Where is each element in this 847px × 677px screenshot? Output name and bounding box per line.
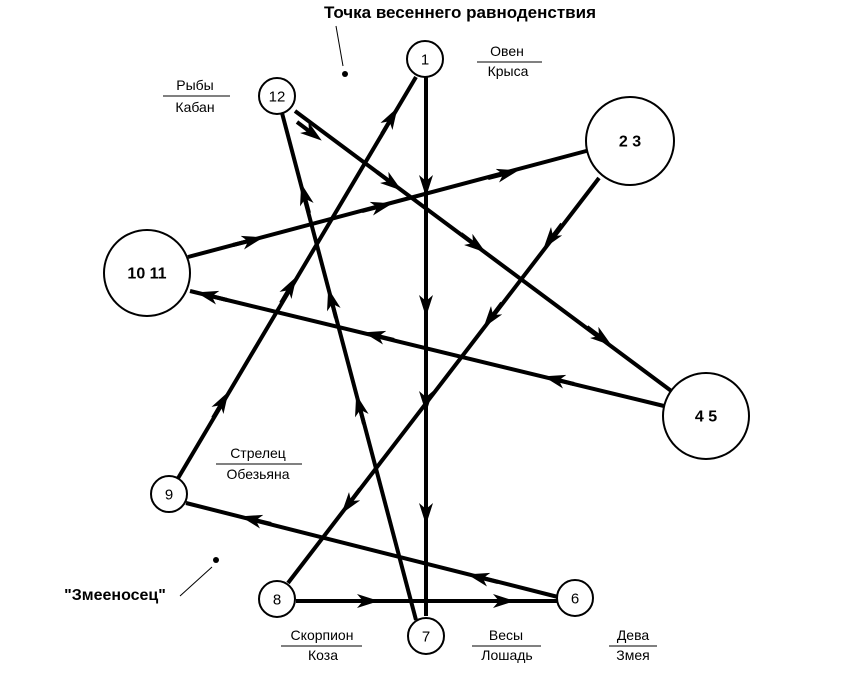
sign-scorpio-bottom: Коза (308, 647, 338, 663)
arrow (380, 107, 398, 136)
sign-libra-top: Весы (489, 627, 523, 643)
ophiuchus-label: "Змееносец" (64, 587, 166, 604)
node-7-label: 7 (422, 629, 430, 646)
sign-virgo-top: Дева (617, 627, 650, 643)
node-6-circle (556, 579, 594, 617)
node-9-circle (150, 475, 188, 513)
sign-pisces: Рыбы Кабан (163, 77, 230, 115)
node-45-label: 4 5 (695, 409, 717, 426)
arrow (483, 301, 504, 328)
arrow (211, 391, 229, 420)
edge-6-9 (185, 501, 559, 599)
arrow (363, 330, 395, 345)
node-7-circle (407, 617, 445, 655)
arrow (279, 276, 297, 305)
arrow (295, 120, 322, 141)
node-1011-circle (103, 229, 191, 317)
arrow (300, 183, 314, 214)
edge-45-1011 (189, 289, 665, 408)
arrow (585, 325, 612, 346)
node-12-label: 12 (269, 89, 286, 106)
sign-scorpio-top: Скорпион (291, 627, 354, 643)
ophiuchus-pointer (179, 566, 213, 597)
node-23-circle (585, 96, 675, 186)
arrow (543, 374, 575, 389)
sign-aries-bottom: Крыса (488, 63, 529, 79)
node-1-circle (406, 40, 444, 78)
arrow (487, 168, 519, 183)
node-1-label: 1 (421, 52, 429, 69)
node-1011-label: 10 11 (127, 266, 166, 283)
title: Точка весеннего равноденствия (324, 3, 596, 22)
nodes (103, 40, 750, 655)
arrow (196, 290, 228, 305)
node-8-circle (258, 580, 296, 618)
node-6-label: 6 (571, 591, 579, 608)
sign-virgo-bottom: Змея (616, 647, 649, 663)
sign-sagittarius-top: Стрелец (230, 445, 286, 461)
sign-scorpio: Скорпион Коза (281, 627, 362, 663)
node-23-label: 2 3 (619, 134, 641, 151)
arrow (459, 232, 486, 253)
arrow (327, 288, 341, 319)
arrow (543, 222, 564, 249)
sign-virgo: Дева Змея (609, 627, 657, 663)
node-12-circle (258, 77, 296, 115)
sign-libra-bottom: Лошадь (481, 647, 532, 663)
arrow (341, 487, 362, 514)
sign-aries: Овен Крыса (477, 43, 542, 79)
sign-sagittarius-bottom: Обезьяна (226, 466, 289, 482)
equinox-point (342, 71, 348, 77)
ophiuchus-point (213, 557, 219, 563)
arrow (375, 170, 402, 191)
arrow (240, 514, 272, 529)
sign-libra: Весы Лошадь (472, 627, 541, 663)
arrow (361, 201, 393, 216)
sign-sagittarius: Стрелец Обезьяна (216, 445, 302, 482)
arrow (232, 235, 264, 250)
node-8-label: 8 (273, 592, 281, 609)
sign-pisces-top: Рыбы (176, 77, 213, 93)
arrow-markers (196, 107, 612, 608)
node-45-circle (662, 372, 750, 460)
sign-aries-top: Овен (490, 43, 524, 59)
arrow (467, 572, 499, 587)
edge-9-1 (175, 75, 418, 482)
sign-pisces-bottom: Кабан (175, 99, 214, 115)
equinox-pointer (335, 25, 344, 67)
arrow (355, 394, 369, 425)
node-9-label: 9 (165, 487, 173, 504)
